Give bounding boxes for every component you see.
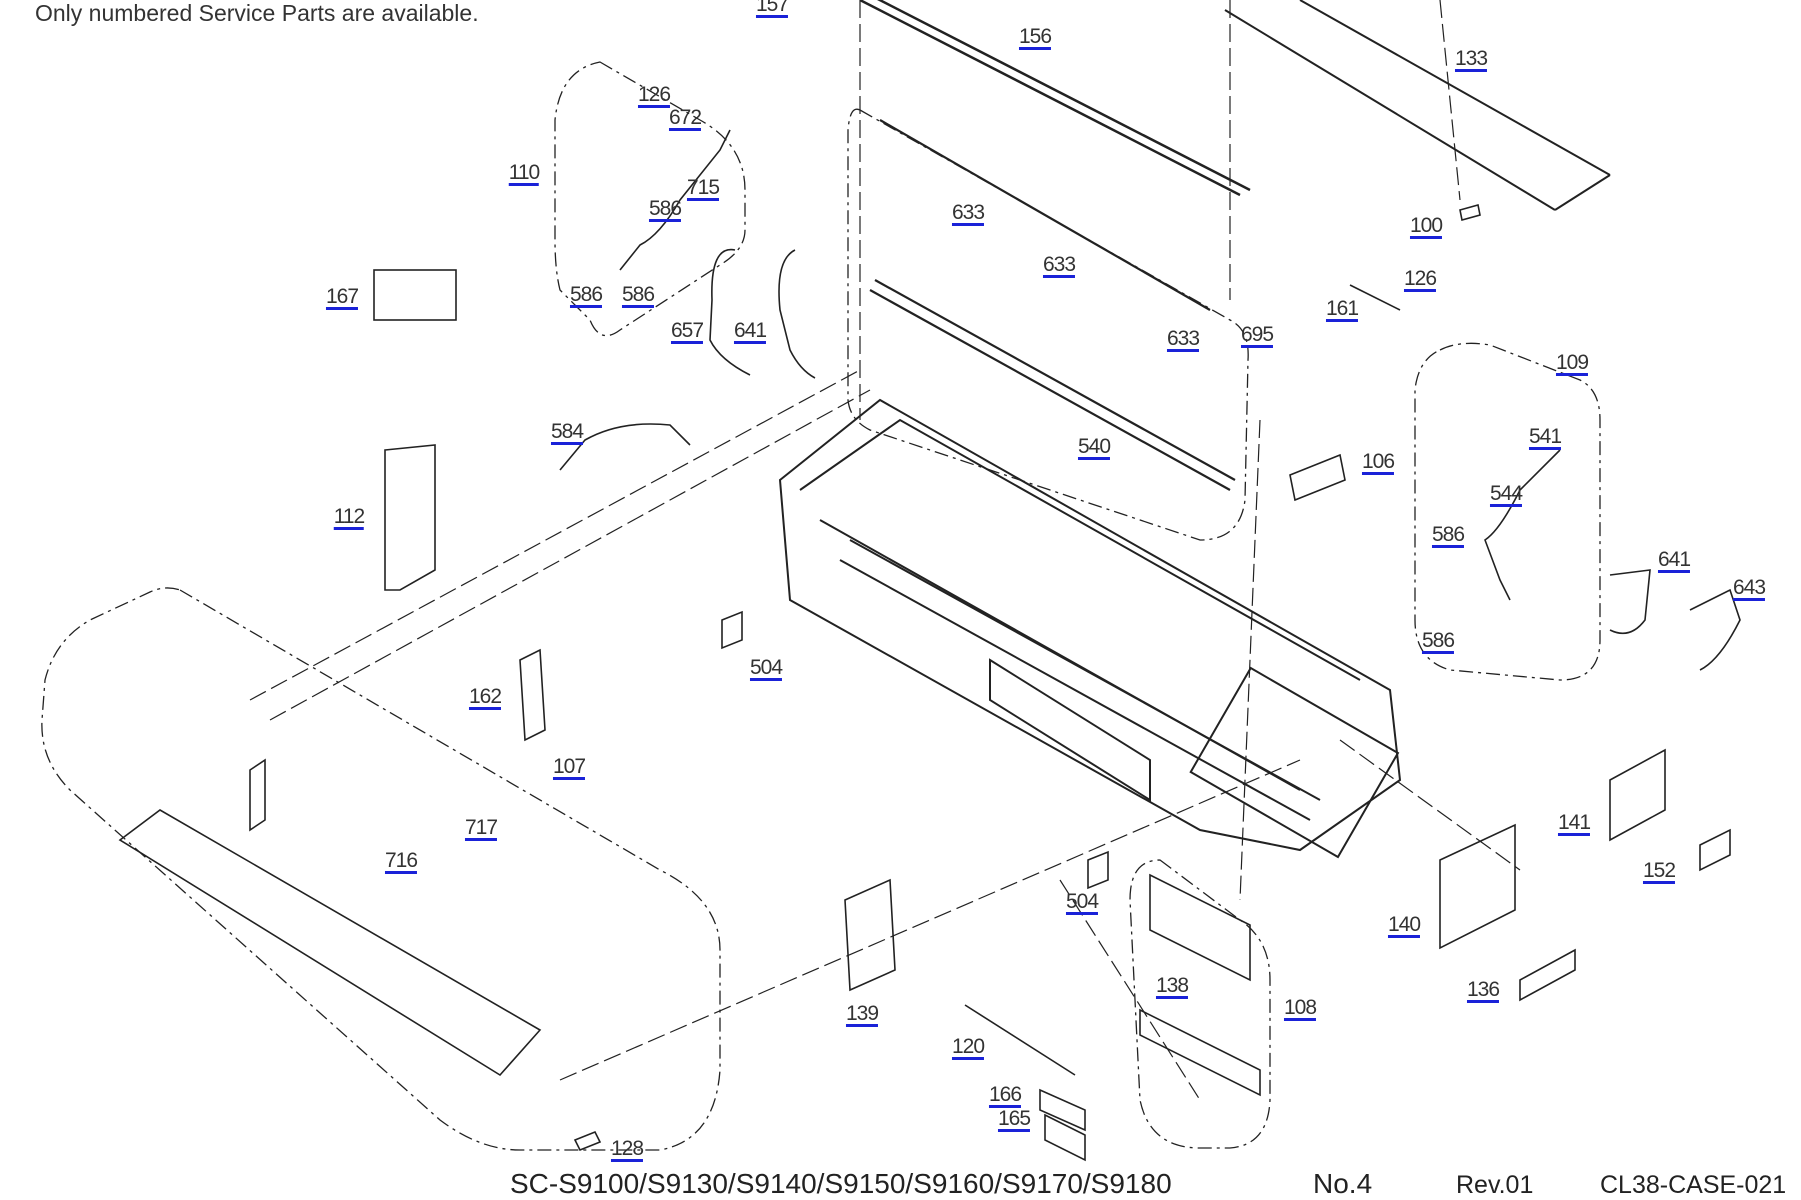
cable-harnesses [559, 129, 1741, 671]
part-link-156[interactable]: 156 [1018, 25, 1052, 48]
part-link-641[interactable]: 641 [1657, 548, 1691, 571]
part-link-504[interactable]: 504 [749, 656, 783, 679]
footer-page-number: No.4 [1313, 1168, 1373, 1199]
guide-lines [249, 0, 1521, 1101]
printer-main-body [778, 398, 1402, 859]
part-link-166[interactable]: 166 [988, 1083, 1022, 1106]
part-link-672[interactable]: 672 [668, 106, 702, 129]
part-166-label [1039, 1088, 1086, 1132]
part-link-106[interactable]: 106 [1361, 450, 1395, 473]
part-link-109[interactable]: 109 [1555, 351, 1589, 374]
part-140-panel [1439, 823, 1516, 950]
part-link-641[interactable]: 641 [733, 319, 767, 342]
footer-revision: Rev.01 [1456, 1171, 1534, 1199]
part-162-bracket [519, 648, 546, 742]
part-link-715[interactable]: 715 [686, 176, 720, 199]
part-link-165[interactable]: 165 [997, 1107, 1031, 1130]
part-link-657[interactable]: 657 [670, 319, 704, 342]
part-link-633[interactable]: 633 [951, 201, 985, 224]
part-link-586[interactable]: 586 [621, 283, 655, 306]
part-link-586[interactable]: 586 [569, 283, 603, 306]
part-link-140[interactable]: 140 [1387, 913, 1421, 936]
rail-540 [869, 119, 1236, 491]
part-link-633[interactable]: 633 [1042, 253, 1076, 276]
part-link-584[interactable]: 584 [550, 420, 584, 443]
small-parts [118, 203, 1731, 1162]
part-152-label [1699, 828, 1731, 872]
part-link-112[interactable]: 112 [333, 505, 366, 528]
rail-156 [859, 0, 1251, 197]
part-136-label [1519, 948, 1576, 1002]
outline-group-540 [847, 108, 1249, 541]
part-link-126[interactable]: 126 [1403, 267, 1437, 290]
group-outlines [41, 61, 1601, 1151]
part-link-716[interactable]: 716 [384, 849, 418, 872]
footer-model-list: SC-S9100/S9130/S9140/S9150/S9160/S9170/S… [510, 1168, 1172, 1199]
part-link-162[interactable]: 162 [468, 685, 502, 708]
part-link-586[interactable]: 586 [1421, 629, 1455, 652]
part-link-540[interactable]: 540 [1077, 435, 1111, 458]
part-link-100[interactable]: 100 [1409, 214, 1443, 237]
part-link-120[interactable]: 120 [951, 1035, 985, 1058]
part-link-139[interactable]: 139 [845, 1002, 879, 1025]
service-parts-note: Only numbered Service Parts are availabl… [35, 0, 479, 26]
part-link-107[interactable]: 107 [552, 755, 586, 778]
part-link-141[interactable]: 141 [1557, 811, 1591, 834]
part-link-167[interactable]: 167 [325, 285, 359, 308]
part-link-133[interactable]: 133 [1454, 47, 1488, 70]
part-link-110[interactable]: 110 [508, 161, 541, 184]
part-link-157[interactable]: 157 [756, 0, 789, 18]
footer-document-code: CL38-CASE-021 [1600, 1171, 1787, 1199]
cover-133 [1224, 0, 1611, 211]
part-link-136[interactable]: 136 [1466, 978, 1500, 1001]
part-106-bracket [1289, 453, 1346, 502]
part-504-fan [721, 610, 743, 650]
outline-group-108 [1129, 859, 1271, 1149]
part-165-label [1044, 1113, 1086, 1162]
part-link-161[interactable]: 161 [1325, 297, 1359, 320]
part-link-541[interactable]: 541 [1528, 425, 1562, 448]
part-504-fan-b [1087, 850, 1109, 890]
outline-group-107 [41, 587, 721, 1151]
part-139-bracket [844, 878, 896, 992]
part-link-138[interactable]: 138 [1155, 974, 1189, 997]
part-link-152[interactable]: 152 [1642, 859, 1676, 882]
part-link-643[interactable]: 643 [1732, 576, 1766, 599]
part-link-128[interactable]: 128 [610, 1137, 644, 1160]
outline-group-110 [554, 61, 746, 337]
part-716-front-cover [118, 809, 542, 1077]
part-112-bracket [384, 444, 436, 591]
part-108-cover [1149, 873, 1251, 982]
part-link-126[interactable]: 126 [637, 83, 671, 106]
part-link-633[interactable]: 633 [1166, 327, 1200, 350]
part-161-bar [1349, 284, 1401, 311]
part-141-panel [1609, 748, 1666, 842]
part-167-screws-pack [373, 269, 457, 321]
part-link-108[interactable]: 108 [1283, 996, 1317, 1019]
part-link-695[interactable]: 695 [1240, 323, 1274, 346]
part-link-717[interactable]: 717 [464, 816, 498, 839]
part-link-504[interactable]: 504 [1065, 890, 1099, 913]
part-717-guide [249, 758, 266, 832]
part-link-544[interactable]: 544 [1489, 482, 1523, 505]
part-link-586[interactable]: 586 [648, 197, 682, 220]
part-100-clip [1459, 203, 1481, 222]
part-link-586[interactable]: 586 [1431, 523, 1465, 546]
part-128-label [573, 1130, 602, 1152]
part-108-base [1139, 1008, 1261, 1097]
part-120-strip [964, 1004, 1076, 1076]
